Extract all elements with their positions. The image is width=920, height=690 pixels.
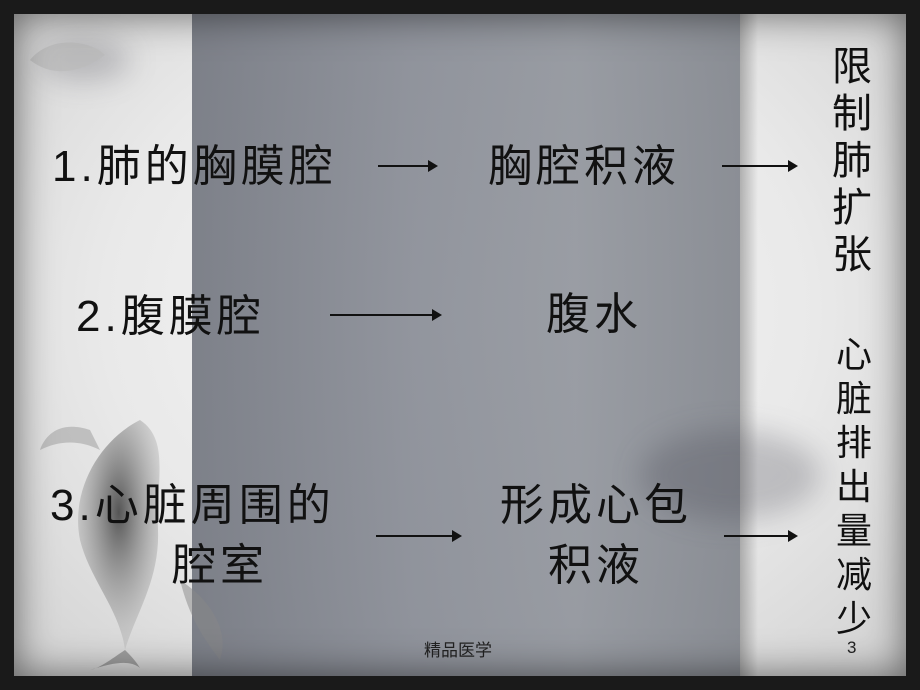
row-3-result-line-1: 形成心包 [500,480,692,531]
ink-fish-small-illustration [30,42,105,72]
row-3-arrow [376,530,462,542]
heart-effect-text: 心 脏 排 出 量 减 少 [830,334,878,642]
row-1-source-text: 肺的胸膜腔 [96,141,337,192]
row-2-source-text: 腹膜腔 [120,291,265,342]
row-1-source: 1.肺的胸膜腔 [52,145,337,189]
lung-effect-char: 肺 [832,138,872,184]
row-1-result: 胸腔积液 [488,141,680,192]
heart-effect-char: 减 [835,555,872,596]
heart-effect-char: 少 [835,599,872,640]
heart-effect-char: 量 [835,511,872,552]
row-2-number: 2. [76,292,121,341]
row-1-effect-arrow [722,160,798,172]
row-2-source: 2.腹膜腔 [76,295,265,339]
row-3-effect-arrow [724,530,798,542]
row-2-result: 腹水 [546,289,642,340]
row-1-number: 1. [52,142,97,191]
row-3-number: 3. [50,481,95,530]
footer-label: 精品医学 [424,641,492,661]
row-3-source-text: 心脏周围的 [94,480,335,531]
page-number: 3 [847,638,857,657]
row-3-source-line-1: 3.心脏周围的 [50,484,335,528]
row-3-source-line-2: 腔室 [172,540,268,591]
panel-shadow [740,0,758,690]
heart-effect-char: 脏 [835,379,872,420]
heart-effect-char: 排 [835,423,872,464]
row-2-arrow [330,309,442,321]
lung-effect-text: 限 制 肺 扩 张 [828,44,876,279]
row-1-arrow [378,160,438,172]
ink-fish-illustration [40,420,223,670]
row-3-result-line-2: 积液 [548,540,644,591]
lung-effect-char: 制 [832,91,872,137]
background-panel [192,0,740,690]
heart-effect-char: 心 [835,335,872,376]
lung-effect-char: 张 [832,232,872,278]
heart-effect-char: 出 [835,467,872,508]
lung-effect-char: 限 [832,44,872,90]
ink-smudge [640,430,820,520]
lung-effect-char: 扩 [832,185,872,231]
